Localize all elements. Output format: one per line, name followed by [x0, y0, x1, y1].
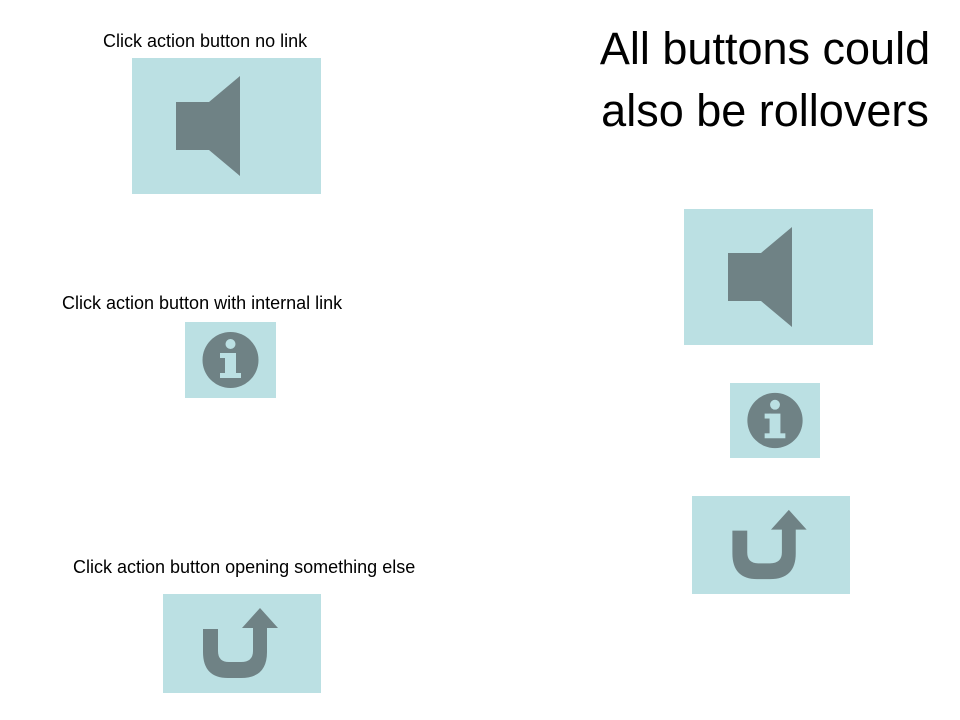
return-button[interactable] — [163, 594, 321, 693]
info-icon — [747, 392, 803, 449]
sound-button[interactable] — [132, 58, 321, 194]
speaker-icon — [176, 76, 240, 176]
u-turn-arrow-icon — [203, 608, 278, 678]
info-icon — [202, 332, 259, 388]
information-button[interactable] — [185, 322, 276, 398]
label-opening-else: Click action button opening something el… — [73, 557, 416, 577]
rollover-sound-button[interactable] — [684, 209, 873, 345]
rollover-return-button[interactable] — [692, 496, 850, 594]
label-no-link: Click action button no link — [103, 31, 308, 51]
u-turn-arrow-icon — [732, 509, 807, 580]
slide-title: All buttons could also be rollovers — [599, 23, 931, 136]
label-internal-link: Click action button with internal link — [62, 293, 343, 313]
rollover-information-button[interactable] — [730, 383, 820, 458]
speaker-icon — [728, 227, 792, 327]
